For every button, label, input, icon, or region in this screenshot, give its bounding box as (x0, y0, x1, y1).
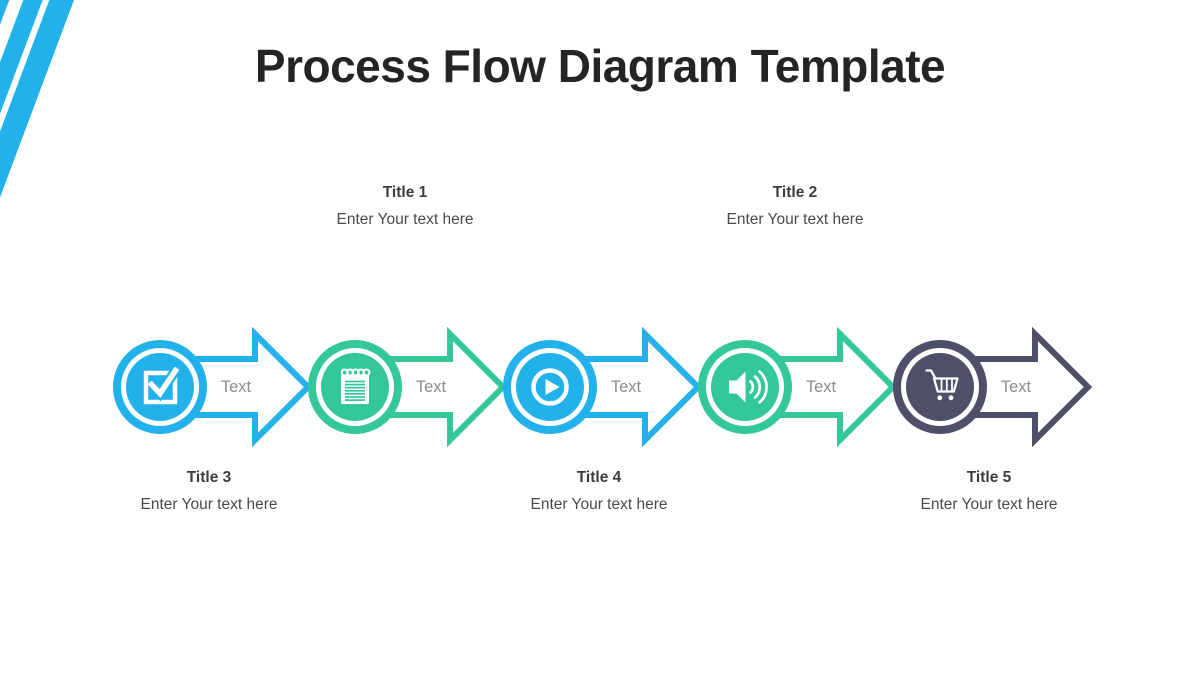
cart-icon (925, 369, 959, 401)
caption-body[interactable]: Enter Your text here (920, 496, 1058, 513)
arrow-label[interactable]: Text (1001, 378, 1032, 396)
caption-2[interactable]: Title 2 Enter Your text here (645, 184, 945, 228)
caption-5[interactable]: Title 5 Enter Your text here (839, 469, 1139, 513)
process-step-3[interactable]: Text (503, 326, 703, 448)
process-step-2[interactable]: Text (308, 326, 508, 448)
caption-body[interactable]: Enter Your text here (336, 211, 474, 228)
arrow-label[interactable]: Text (221, 378, 252, 396)
arrow-label[interactable]: Text (416, 378, 447, 396)
process-step-4[interactable]: Text (698, 326, 898, 448)
speaker-icon (729, 370, 768, 404)
caption-4[interactable]: Title 4 Enter Your text here (449, 469, 749, 513)
notepad-icon (340, 368, 371, 404)
process-step-1[interactable]: Text (113, 326, 313, 448)
caption-title[interactable]: Title 3 (186, 469, 232, 486)
caption-title[interactable]: Title 2 (772, 184, 818, 201)
caption-title[interactable]: Title 4 (576, 469, 622, 486)
caption-title[interactable]: Title 5 (966, 469, 1012, 486)
caption-body[interactable]: Enter Your text here (140, 496, 278, 513)
caption-body[interactable]: Enter Your text here (726, 211, 864, 228)
arrow-label[interactable]: Text (806, 378, 837, 396)
slide-title[interactable]: Process Flow Diagram Template (254, 40, 946, 92)
arrow-label[interactable]: Text (611, 378, 642, 396)
process-step-5[interactable]: Text (893, 326, 1093, 448)
step-circle-disc (906, 353, 974, 421)
stripe (0, 0, 10, 25)
play-icon (531, 368, 569, 406)
caption-title[interactable]: Title 1 (382, 184, 428, 201)
caption-body[interactable]: Enter Your text here (530, 496, 668, 513)
stripe (0, 0, 74, 198)
caption-3[interactable]: Title 3 Enter Your text here (59, 469, 359, 513)
corner-stripes-decoration (0, 0, 74, 198)
caption-1[interactable]: Title 1 Enter Your text here (255, 184, 555, 228)
stripe (0, 0, 43, 114)
checkbox-icon (143, 366, 180, 405)
